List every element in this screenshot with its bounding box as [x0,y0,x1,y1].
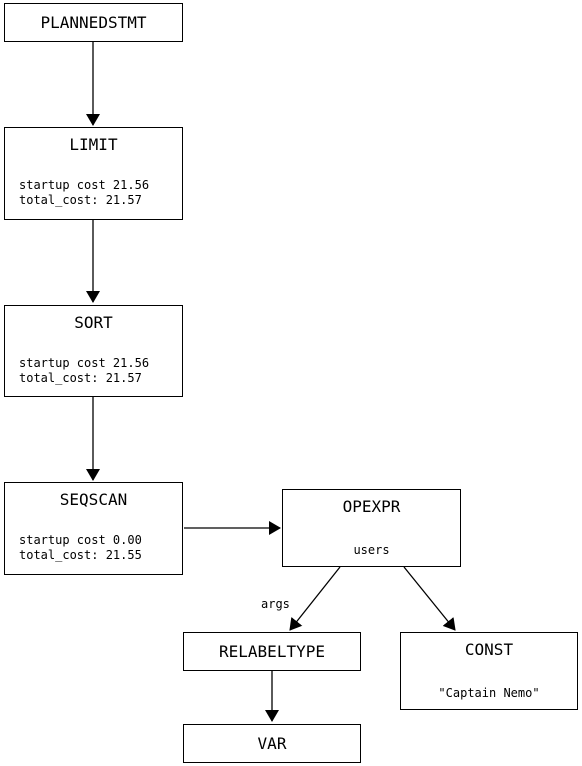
edge-opexpr-const [403,566,456,631]
total-cost: total_cost: 21.57 [19,193,142,207]
node-title: SEQSCAN [59,490,128,509]
node-detail: "Captain Nemo" [438,686,540,700]
node-var: VAR [183,724,361,763]
startup-cost: startup cost 0.00 [19,533,142,547]
total-cost: total_cost: 21.55 [19,548,142,562]
node-title: VAR [257,733,287,753]
edge-opexpr-relabeltype [289,566,341,631]
node-detail: users [353,543,390,557]
startup-cost: startup cost 21.56 [19,356,150,370]
node-plannedstmt: PLANNEDSTMT [4,3,183,42]
node-title: PLANNEDSTMT [40,12,147,32]
total-cost: total_cost: 21.57 [19,371,142,385]
startup-cost: startup cost 21.56 [19,178,150,192]
node-opexpr: OPEXPR users [282,489,461,567]
edge-label-args: args [261,597,290,611]
node-title: RELABELTYPE [219,641,325,661]
node-const: CONST "Captain Nemo" [400,632,578,710]
node-relabeltype: RELABELTYPE [183,632,361,671]
node-title: SORT [74,313,113,332]
node-title: OPEXPR [342,497,401,516]
node-title: CONST [464,640,514,659]
node-title: LIMIT [69,135,118,154]
